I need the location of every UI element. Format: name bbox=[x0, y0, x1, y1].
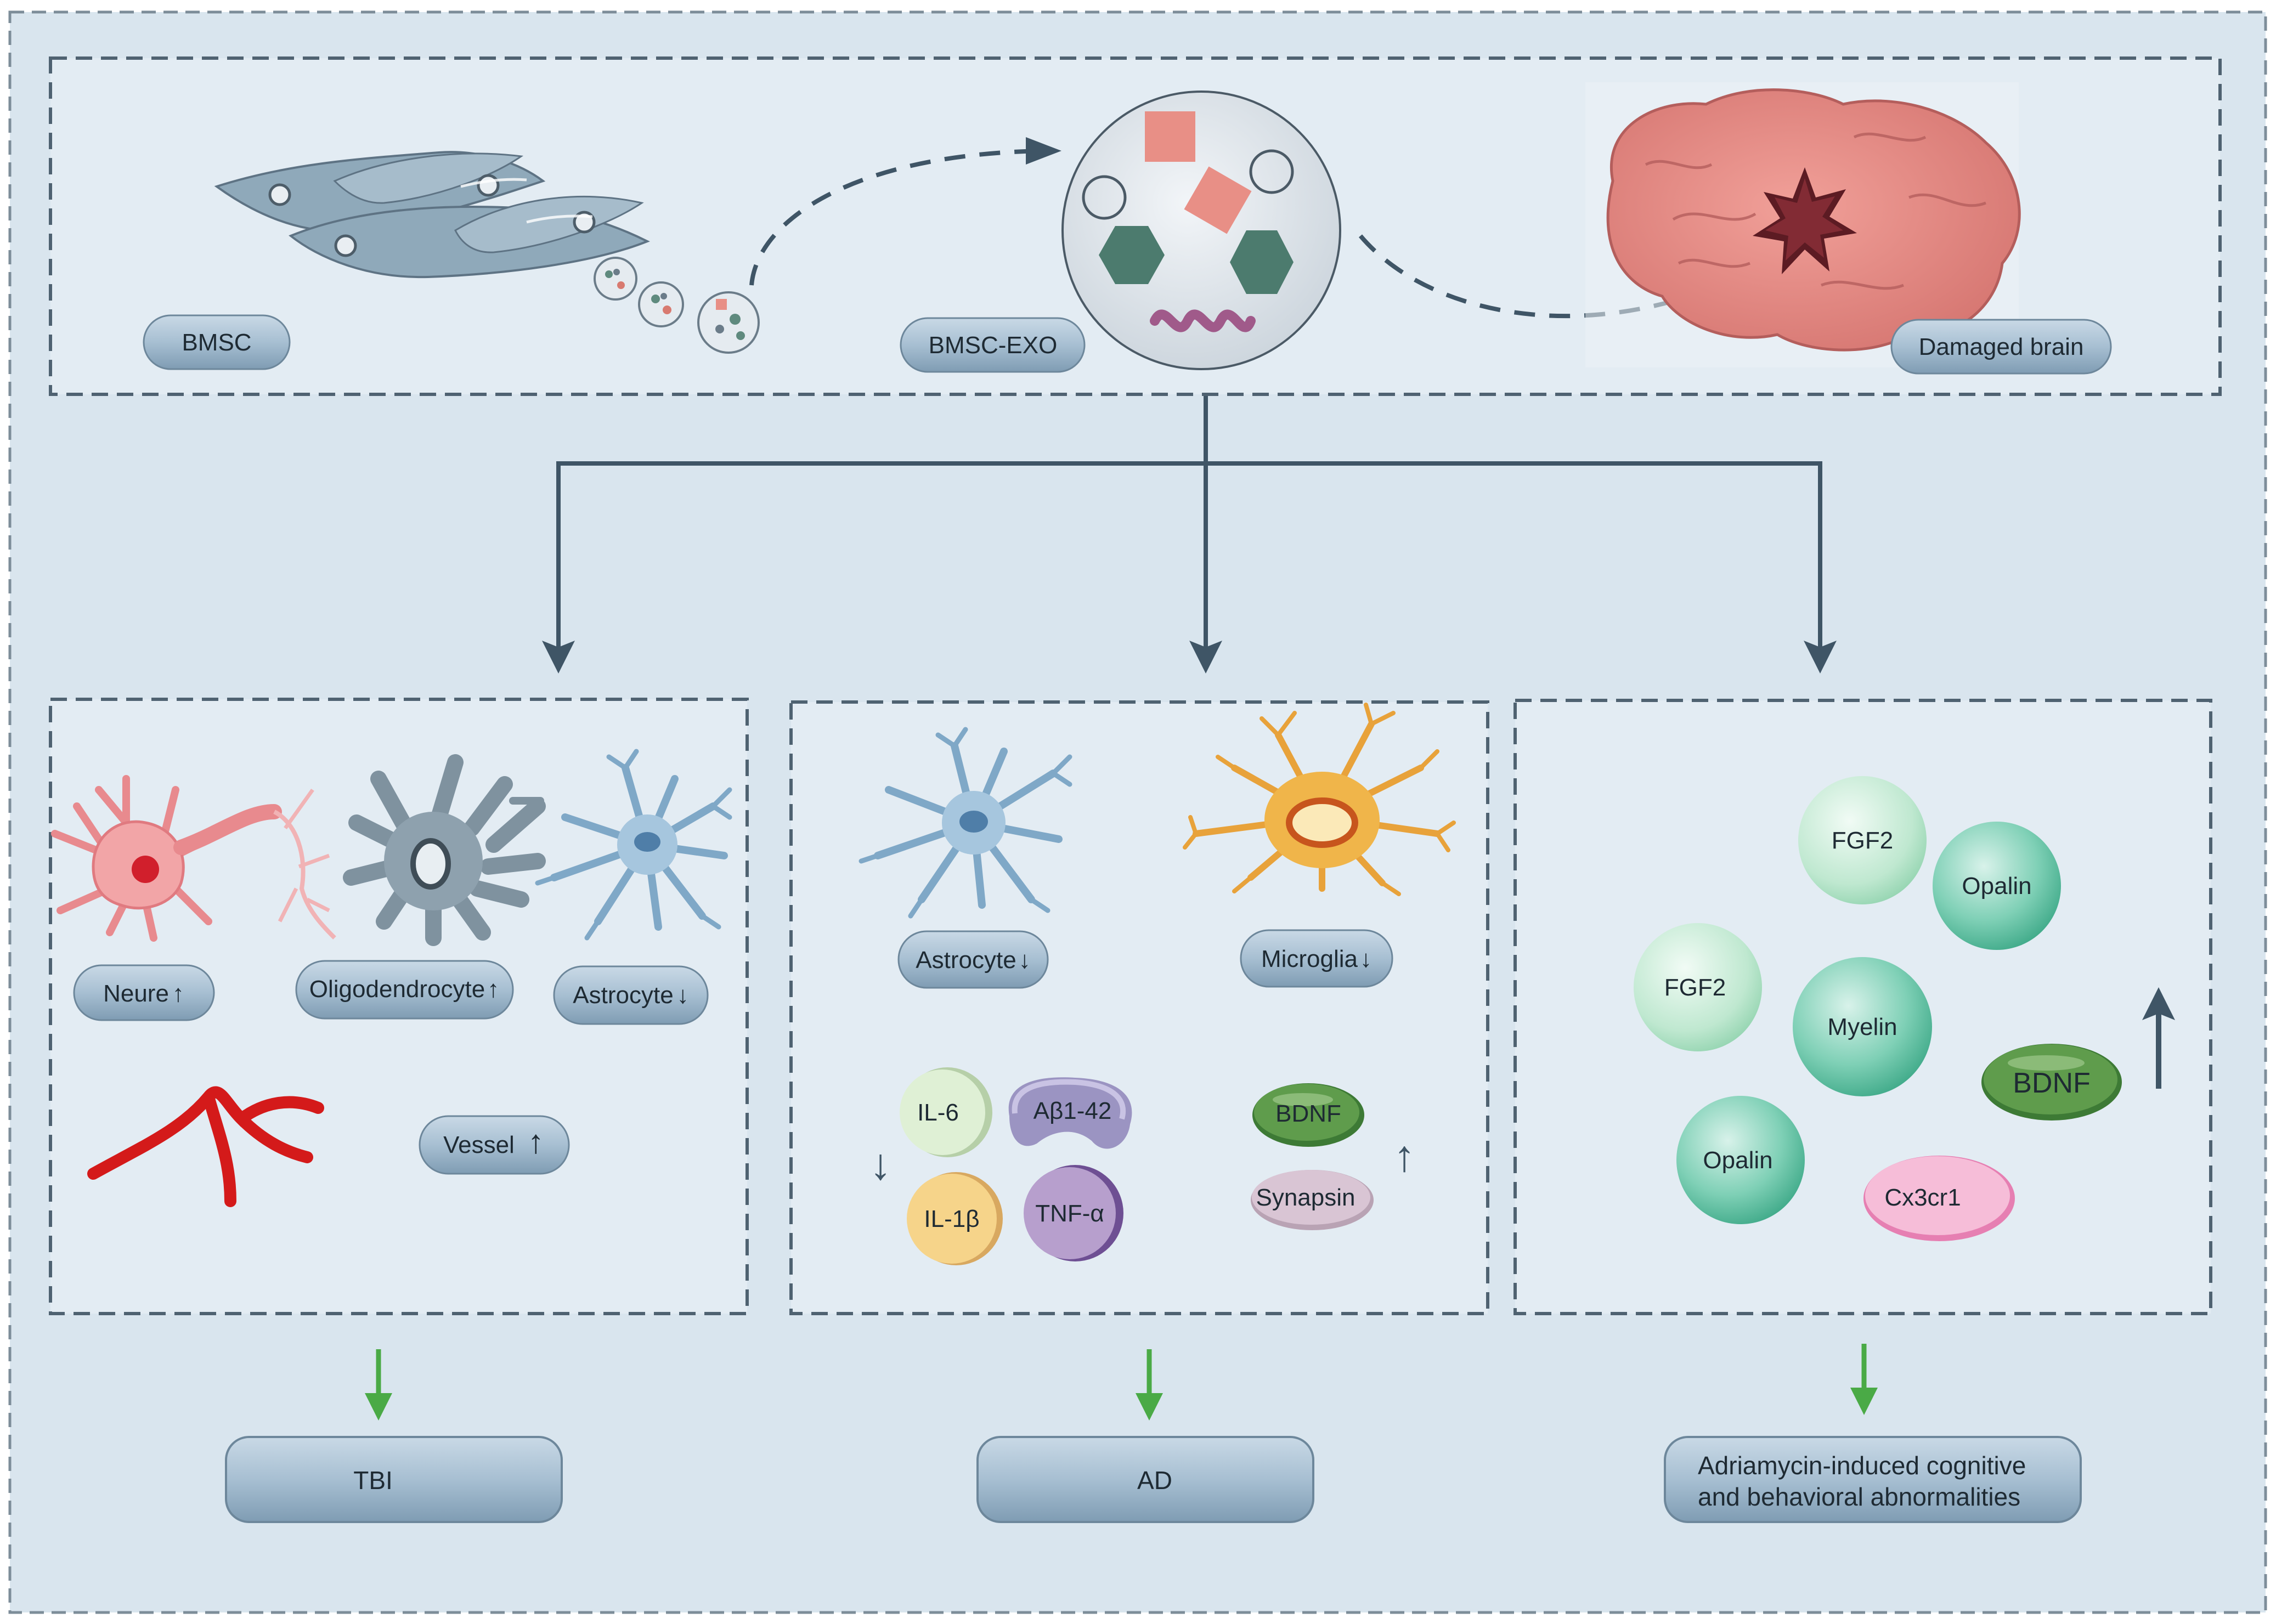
adr-outcome-line2: and behavioral abnormalities bbox=[1698, 1482, 2020, 1511]
neure-label: Neure bbox=[103, 980, 169, 1007]
brain-pill: Damaged brain bbox=[1890, 319, 2112, 375]
oligodendrocyte-up-arrow: ↑ bbox=[487, 976, 499, 1003]
branch-arrowhead-left bbox=[542, 641, 575, 674]
arrow-exo-to-brain bbox=[1358, 234, 1779, 319]
vessel-label: Vessel bbox=[443, 1131, 515, 1158]
il1b-label: IL-1β bbox=[924, 1206, 979, 1232]
bdnf-blob-adr: BDNF bbox=[1981, 1044, 2122, 1121]
exosome-large bbox=[1061, 90, 1341, 370]
svg-text:Oligodendrocyte↑: Oligodendrocyte↑ bbox=[309, 976, 499, 1003]
svg-text:Astrocyte↓: Astrocyte↓ bbox=[573, 982, 688, 1009]
abeta-blob: Aβ1-42 bbox=[1008, 1077, 1132, 1149]
tbi-outcome-label: TBI bbox=[353, 1466, 393, 1495]
svg-text:Microglia↓: Microglia↓ bbox=[1261, 946, 1372, 972]
oligodendrocyte-pill: Oligodendrocyte↑ bbox=[295, 960, 514, 1020]
microglia-label: Microglia bbox=[1261, 946, 1358, 972]
astrocyte-illustration-ad bbox=[859, 727, 1072, 919]
opalin-label-top: Opalin bbox=[1962, 873, 2031, 899]
ad-outcome-label: AD bbox=[1137, 1466, 1172, 1495]
ad-cytokine-down-arrow: ↓ bbox=[869, 1140, 891, 1189]
fgf2-sphere-left: FGF2 bbox=[1634, 923, 1762, 1051]
green-arrowhead-tbi bbox=[365, 1393, 392, 1421]
cx3cr1-blob: Cx3cr1 bbox=[1863, 1156, 2015, 1241]
il1b-blob: IL-1β bbox=[907, 1172, 1003, 1265]
green-arrowhead-ad bbox=[1136, 1393, 1163, 1421]
opalin-label-bottom: Opalin bbox=[1703, 1147, 1772, 1174]
microglia-illustration bbox=[1183, 703, 1456, 896]
synapsin-label: Synapsin bbox=[1256, 1184, 1355, 1211]
opalin-sphere-top: Opalin bbox=[1933, 822, 2061, 950]
branch-arrowhead-right bbox=[1804, 641, 1837, 674]
fgf2-label-top: FGF2 bbox=[1832, 827, 1893, 854]
ad-outcome-pill: AD bbox=[976, 1436, 1314, 1523]
bdnf-label-ad: BDNF bbox=[1275, 1100, 1341, 1127]
vessel-pill: Vessel ↑ bbox=[419, 1115, 570, 1175]
astrocyte-pill-ad: Astrocyte↓ bbox=[897, 930, 1049, 989]
bmsc-cells bbox=[214, 151, 650, 279]
bdnf-label-adr: BDNF bbox=[2013, 1067, 2091, 1099]
astrocyte-down-arrow-ad: ↓ bbox=[1019, 947, 1031, 974]
ad-neurotrophic-up-arrow: ↑ bbox=[1393, 1131, 1415, 1180]
oligodendrocyte-illustration bbox=[343, 754, 546, 946]
myelin-label: Myelin bbox=[1827, 1014, 1897, 1040]
myelin-sphere: Myelin bbox=[1793, 957, 1932, 1096]
exo-pill: BMSC-EXO bbox=[900, 317, 1086, 373]
il6-label: IL-6 bbox=[917, 1099, 959, 1126]
adr-outcome-line1: Adriamycin-induced cognitive bbox=[1698, 1451, 2026, 1480]
svg-text:Vessel↑: Vessel ↑ bbox=[443, 1123, 544, 1160]
synapsin-blob: Synapsin bbox=[1251, 1170, 1374, 1230]
arrow-bmsc-to-exo bbox=[749, 149, 1046, 286]
bmsc-pill: BMSC bbox=[143, 314, 291, 370]
vessel-up-arrow: ↑ bbox=[528, 1123, 544, 1160]
adr-up-arrow bbox=[2142, 987, 2175, 1089]
vessel-illustration bbox=[87, 1086, 324, 1207]
svg-text:Astrocyte↓: Astrocyte↓ bbox=[916, 947, 1030, 974]
svg-text:Neure↑: Neure↑ bbox=[103, 980, 184, 1007]
microglia-pill: Microglia↓ bbox=[1240, 929, 1393, 988]
arrowhead-exo bbox=[1026, 137, 1061, 165]
neure-up-arrow: ↑ bbox=[172, 980, 184, 1007]
il6-blob: IL-6 bbox=[900, 1067, 992, 1157]
astrocyte-label-ad: Astrocyte bbox=[916, 947, 1016, 974]
astrocyte-label-tbi: Astrocyte bbox=[573, 982, 673, 1009]
tnfa-label: TNF-α bbox=[1035, 1200, 1104, 1227]
tnfa-blob: TNF-α bbox=[1024, 1165, 1123, 1261]
neure-pill: Neure↑ bbox=[73, 964, 215, 1021]
branch-arrows bbox=[556, 396, 1822, 650]
exosome-vesicles bbox=[594, 257, 760, 354]
bdnf-blob-ad: BDNF bbox=[1252, 1083, 1364, 1147]
oligodendrocyte-label: Oligodendrocyte bbox=[309, 976, 485, 1003]
astrocyte-down-arrow-tbi: ↓ bbox=[677, 982, 689, 1009]
brain-label: Damaged brain bbox=[1919, 333, 2084, 360]
adr-outcome-pill: Adriamycin-induced cognitive and behavio… bbox=[1664, 1436, 2082, 1523]
abeta-label: Aβ1-42 bbox=[1033, 1097, 1112, 1124]
neuron-illustration bbox=[51, 775, 336, 942]
bmsc-label: BMSC bbox=[182, 329, 251, 356]
astrocyte-pill-tbi: Astrocyte↓ bbox=[553, 965, 709, 1025]
fgf2-label-left: FGF2 bbox=[1664, 974, 1726, 1001]
microglia-down-arrow: ↓ bbox=[1360, 946, 1372, 972]
green-arrowhead-adr bbox=[1850, 1388, 1878, 1415]
tbi-outcome-pill: TBI bbox=[225, 1436, 563, 1523]
branch-arrowhead-center bbox=[1189, 641, 1222, 674]
astrocyte-illustration-tbi bbox=[535, 749, 732, 941]
cx3cr1-label: Cx3cr1 bbox=[1884, 1184, 1961, 1211]
opalin-sphere-bottom: Opalin bbox=[1676, 1096, 1805, 1224]
fgf2-sphere-top: FGF2 bbox=[1798, 776, 1927, 904]
exo-label: BMSC-EXO bbox=[929, 332, 1058, 359]
